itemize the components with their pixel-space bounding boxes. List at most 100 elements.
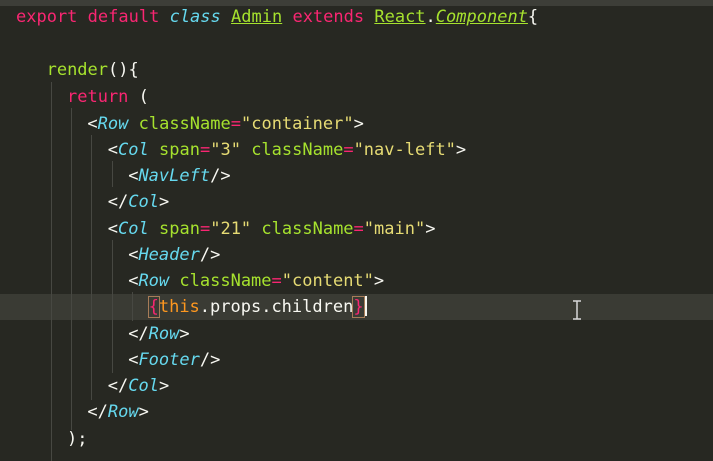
code-line[interactable]: return ( (67, 84, 149, 110)
code-token: this (158, 297, 200, 317)
code-token: "nav-left" (353, 140, 456, 160)
code-token: "21" (210, 219, 252, 239)
code-line[interactable]: <Footer/> (128, 347, 220, 373)
code-token: Admin (231, 7, 283, 27)
code-token: span (159, 140, 200, 160)
code-line[interactable]: <Header/> (128, 242, 220, 268)
code-line[interactable]: <Col span="3" className="nav-left"> (108, 137, 466, 163)
code-token: /> (199, 350, 221, 370)
code-token: < (87, 114, 98, 134)
code-token (149, 219, 159, 239)
code-token: = (343, 140, 354, 160)
code-token: > (425, 219, 436, 239)
code-token: export (16, 7, 78, 27)
indent-guide (111, 240, 113, 373)
code-token: < (128, 245, 139, 265)
code-token: Row (97, 114, 129, 134)
text-caret (364, 296, 367, 316)
code-token: Row (148, 324, 180, 344)
code-token: . (425, 7, 436, 27)
code-token: className (251, 140, 344, 160)
code-token: = (271, 271, 282, 291)
code-token: > (138, 402, 149, 422)
code-token: } (352, 296, 365, 318)
code-token: Col (128, 192, 159, 212)
code-token (282, 7, 292, 27)
code-token: "main" (363, 219, 426, 239)
code-token: class (169, 7, 221, 27)
code-token: "3" (210, 140, 241, 160)
code-token: < (107, 219, 119, 239)
code-token: </ (87, 402, 108, 422)
code-token: = (199, 219, 211, 239)
code-token: (){ (108, 60, 139, 80)
code-token (169, 271, 179, 291)
code-token: className (261, 219, 354, 239)
code-line[interactable]: ); (67, 426, 87, 452)
code-token: span (159, 219, 200, 239)
indent-guide (132, 292, 134, 321)
code-token: .props.children (199, 297, 354, 317)
code-line[interactable]: render(){ (47, 57, 139, 83)
code-token: > (159, 376, 170, 396)
code-token: { (527, 7, 539, 27)
code-token: Col (128, 376, 159, 396)
code-line[interactable]: </Row> (128, 321, 189, 347)
code-token (149, 140, 159, 160)
code-line[interactable]: </Row> (87, 399, 148, 425)
code-token (241, 140, 251, 160)
code-token: { (147, 296, 160, 318)
code-line[interactable]: <Row className="content"> (128, 268, 384, 294)
code-token: Row (138, 271, 170, 291)
code-token: render (46, 60, 109, 80)
indent-guide (111, 161, 113, 187)
code-line[interactable]: </Col> (108, 189, 169, 215)
code-token: < (128, 166, 139, 186)
code-token (221, 7, 231, 27)
code-token: = (353, 219, 364, 239)
code-token: NavLeft (138, 166, 211, 186)
indent-guide (71, 108, 72, 430)
code-token: React (374, 7, 426, 27)
code-token: Row (107, 402, 139, 422)
code-token: </ (128, 324, 149, 344)
current-line-highlight (0, 294, 713, 320)
code-line[interactable]: {this.props.children} (147, 294, 367, 320)
code-token: > (159, 192, 170, 212)
code-token: Footer (138, 350, 200, 370)
code-line[interactable]: export default class Admin extends React… (16, 4, 538, 30)
code-token: default (87, 7, 160, 27)
code-token (77, 7, 87, 27)
code-token: > (353, 114, 364, 134)
code-token: "content" (281, 271, 374, 291)
indent-guide (91, 135, 93, 400)
code-token: return (67, 87, 129, 107)
code-token (159, 7, 169, 27)
code-line[interactable]: </Col> (108, 373, 169, 399)
code-line[interactable]: <Row className="container"> (87, 111, 363, 137)
code-token: > (373, 271, 385, 291)
code-token: < (128, 350, 139, 370)
code-line[interactable]: <NavLeft/> (128, 163, 230, 189)
code-line[interactable]: <Col span="21" className="main"> (108, 216, 436, 242)
code-token: /> (199, 245, 221, 265)
code-token: </ (107, 192, 129, 212)
code-token: ); (67, 429, 88, 449)
code-token: /> (210, 166, 231, 186)
code-token: </ (107, 376, 129, 396)
code-token: ( (128, 87, 149, 107)
code-token: > (455, 140, 467, 160)
code-token: < (107, 140, 119, 160)
code-token: < (128, 271, 139, 291)
code-token: Component (435, 7, 528, 27)
editor-top-edge (0, 0, 713, 6)
code-token (128, 114, 138, 134)
code-token: extends (292, 7, 365, 27)
code-token: className (179, 271, 272, 291)
code-token: Col (118, 140, 149, 160)
code-token (251, 219, 261, 239)
code-token: Col (118, 219, 149, 239)
code-token: = (230, 114, 241, 134)
code-token (364, 7, 374, 27)
